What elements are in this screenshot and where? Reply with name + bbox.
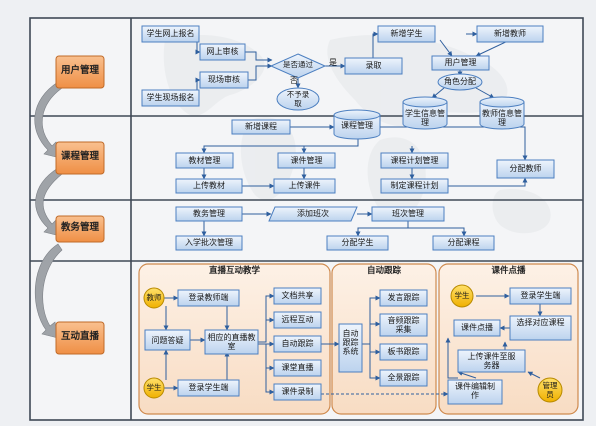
connectors [163,31,543,395]
add-class-shape [268,206,358,222]
decision-diamond [269,53,327,79]
lane-flow-arrows [34,81,63,339]
process-boxes [141,25,572,405]
actor-circles [143,284,563,403]
role-assign-ellipse [437,73,483,91]
reject-terminal [276,87,320,111]
lane-label-boxes [55,55,105,355]
database-cylinders [333,96,525,140]
